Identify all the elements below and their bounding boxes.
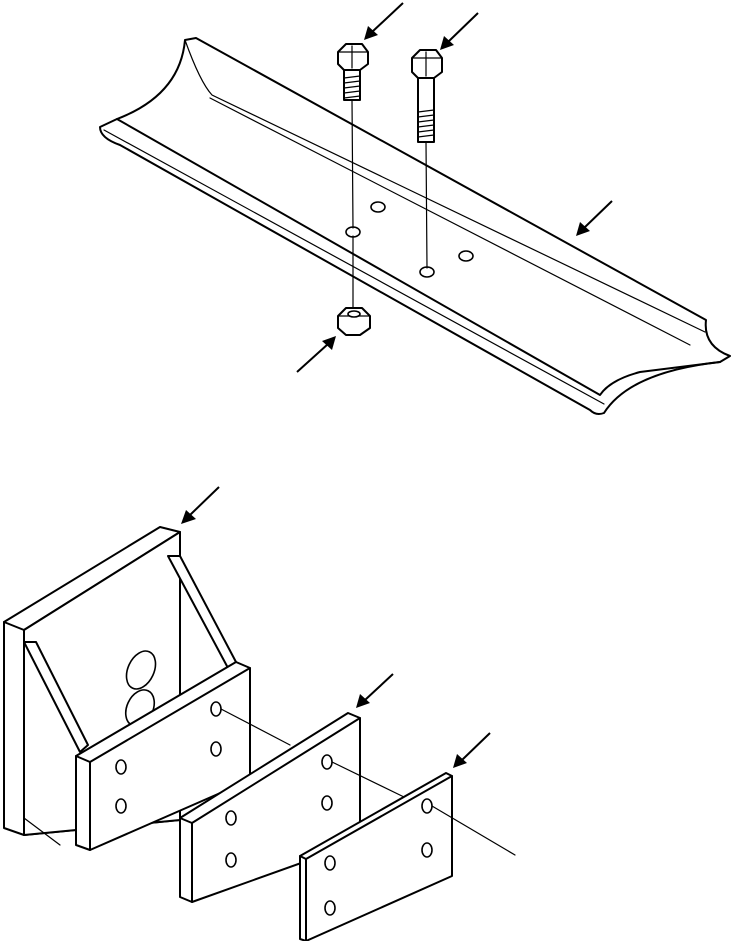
bracket-hole-4 (210, 741, 222, 757)
callout-arrow-bolt-long (440, 12, 479, 50)
blade-hole-4 (458, 250, 474, 262)
callout-arrow-nut (296, 336, 336, 373)
callout-arrow-shim-thick (356, 673, 394, 708)
shim-plate-thin (299, 772, 453, 941)
bolt-long (411, 49, 443, 269)
callout-arrow-blade (576, 200, 613, 236)
mounting-bracket (3, 526, 251, 851)
alignment-line-2 (331, 761, 405, 798)
blade-hole-2 (370, 201, 386, 213)
bracket-hole-2 (115, 798, 127, 814)
hex-nut (337, 235, 371, 336)
bracket-hole-3 (210, 701, 222, 717)
callout-arrow-bolt-short (364, 2, 404, 40)
bracket-hole-1 (115, 759, 127, 775)
cutting-edge-blade (99, 37, 731, 415)
callout-arrow-shim-thin (453, 732, 491, 768)
callout-arrow-bracket (181, 486, 220, 524)
bolt-short (337, 43, 369, 229)
alignment-line-3 (431, 805, 516, 856)
alignment-line-1 (220, 708, 291, 746)
